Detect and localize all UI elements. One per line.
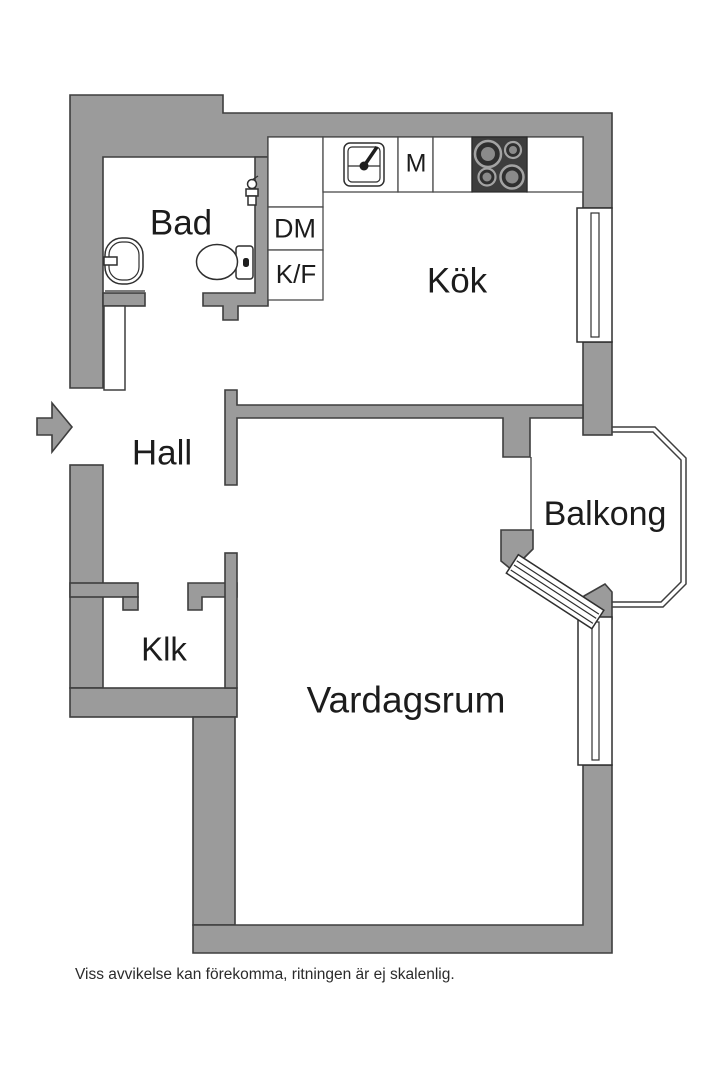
walls — [69, 94, 613, 954]
room-label-living-room: Vardagsrum — [306, 679, 506, 721]
corner-cabinet — [267, 136, 324, 208]
toilet-icon — [195, 243, 254, 281]
room-label-closet: Klk — [141, 630, 187, 668]
kitchen-sink-icon — [343, 142, 385, 187]
dishwasher-cabinet — [267, 206, 324, 251]
appliance-label-microwave: M — [405, 149, 427, 178]
room-label-bathroom: Bad — [149, 203, 213, 243]
shower-mixer-icon — [245, 175, 259, 206]
disclaimer-text: Viss avvikelse kan förekomma, ritningen … — [75, 966, 455, 983]
appliance-label-dishwasher: DM — [274, 213, 316, 244]
entrance-door-leaf — [103, 305, 126, 391]
room-label-hall: Hall — [131, 433, 193, 473]
balcony-door-window — [505, 553, 605, 630]
counter-cabinet — [526, 136, 584, 193]
balcony-outline — [612, 426, 687, 608]
living-room-window — [577, 616, 613, 766]
stove-icon — [471, 136, 528, 193]
counter-cabinet — [432, 136, 473, 193]
washbasin-icon — [103, 237, 145, 292]
entrance-arrow-icon — [36, 400, 74, 455]
kitchen-window — [576, 207, 613, 343]
microwave-cabinet — [397, 136, 434, 193]
room-label-kitchen: Kök — [426, 261, 488, 301]
room-label-balcony: Balkong — [543, 495, 667, 533]
appliance-label-fridge-freezer: K/F — [275, 259, 317, 289]
fridge-freezer-cabinet — [267, 249, 324, 301]
